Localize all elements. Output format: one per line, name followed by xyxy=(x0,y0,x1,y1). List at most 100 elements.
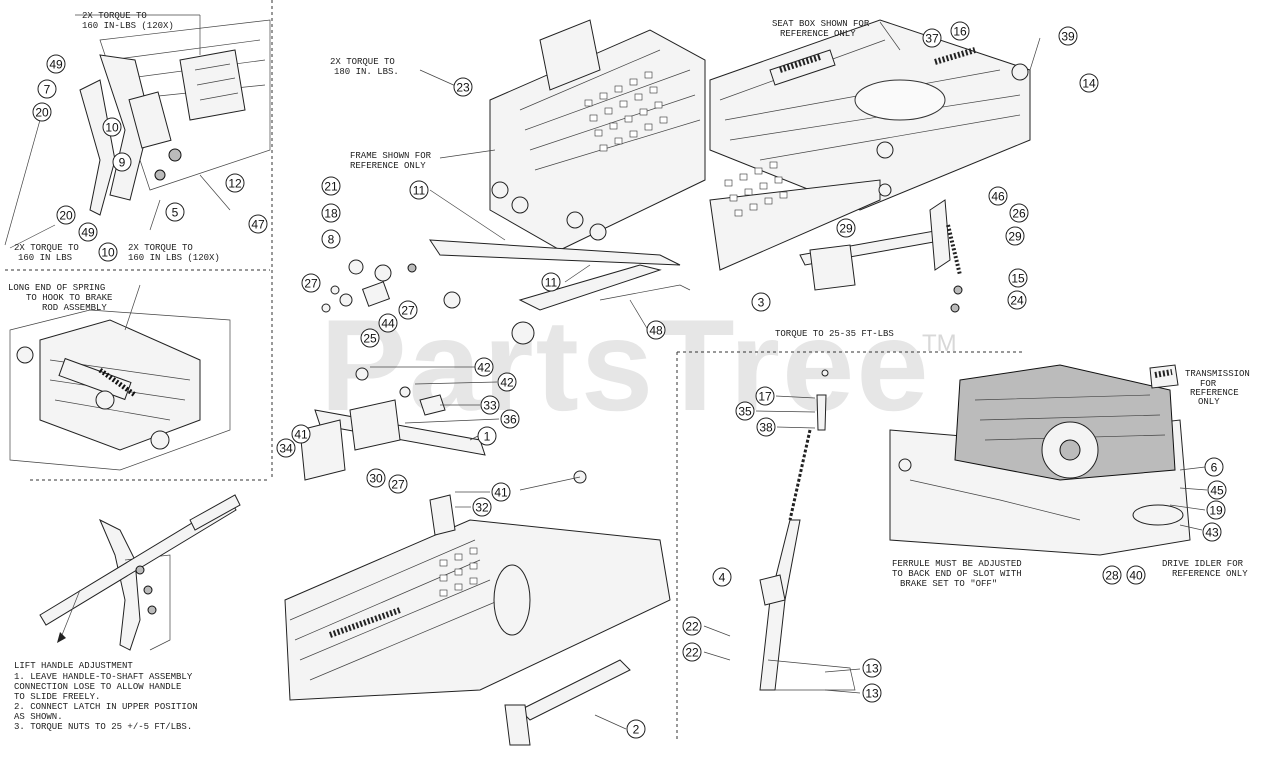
callout-part-29: 29 xyxy=(1005,226,1025,246)
callout-number: 10 xyxy=(101,246,115,260)
callout-circle xyxy=(291,424,311,444)
callout-number: 47 xyxy=(251,218,265,232)
callout-circle xyxy=(646,320,666,340)
callout-circle xyxy=(276,438,296,458)
callout-part-27: 27 xyxy=(301,273,321,293)
callout-part-10: 10 xyxy=(98,242,118,262)
svg-text:ROD ASSEMBLY: ROD ASSEMBLY xyxy=(42,303,107,313)
callout-circle xyxy=(301,273,321,293)
lift-handle-detail xyxy=(39,494,241,651)
callout-part-42: 42 xyxy=(474,357,494,377)
callout-number: 41 xyxy=(294,428,308,442)
callout-part-41: 41 xyxy=(291,424,311,444)
callout-part-29: 29 xyxy=(836,218,856,238)
callout-circle xyxy=(1007,290,1027,310)
callout-part-26: 26 xyxy=(1009,203,1029,223)
callout-circle xyxy=(1202,522,1222,542)
svg-text:2. CONNECT LATCH IN UPPER POS: 2. CONNECT LATCH IN UPPER POSITION xyxy=(14,702,198,712)
callout-number: 20 xyxy=(35,106,49,120)
callout-circle xyxy=(321,203,341,223)
callout-number: 22 xyxy=(685,620,699,634)
callout-number: 29 xyxy=(1008,230,1022,244)
svg-text:TO HOOK TO BRAKE: TO HOOK TO BRAKE xyxy=(26,293,112,303)
callout-number: 45 xyxy=(1210,484,1224,498)
callout-number: 18 xyxy=(324,207,338,221)
callout-part-22: 22 xyxy=(682,616,702,636)
callout-circle xyxy=(500,409,520,429)
callout-number: 27 xyxy=(401,304,415,318)
svg-text:160 IN-LBS (120X): 160 IN-LBS (120X) xyxy=(82,21,174,31)
callout-circle xyxy=(360,328,380,348)
svg-text:CONNECTION LOSE TO ALLOW HANDL: CONNECTION LOSE TO ALLOW HANDLE xyxy=(14,682,181,692)
handle-bracket-assembly xyxy=(4,14,271,249)
callout-part-32: 32 xyxy=(472,497,492,517)
frame-center-top xyxy=(321,19,706,345)
svg-text:160 IN LBS: 160 IN LBS xyxy=(18,253,72,263)
callout-circle xyxy=(98,242,118,262)
callout-number: 42 xyxy=(500,376,514,390)
callout-number: 29 xyxy=(839,222,853,236)
callout-number: 49 xyxy=(81,226,95,240)
callout-circle xyxy=(321,229,341,249)
svg-text:2X TORQUE TO: 2X TORQUE TO xyxy=(14,243,79,253)
trademark-mark: TM xyxy=(922,330,957,357)
callout-part-42: 42 xyxy=(497,372,517,392)
callout-number: 34 xyxy=(279,442,293,456)
callout-part-36: 36 xyxy=(500,409,520,429)
frame-top-right xyxy=(709,19,1041,313)
callout-part-41: 41 xyxy=(491,482,511,502)
callout-number: 27 xyxy=(391,478,405,492)
callout-part-48: 48 xyxy=(646,320,666,340)
callout-circle xyxy=(1058,26,1078,46)
note-torque-top-left: 2X TORQUE TO 160 IN-LBS (120X) xyxy=(82,11,174,31)
callout-number: 3 xyxy=(758,296,765,310)
frame-center-lower xyxy=(284,366,671,746)
callout-circle xyxy=(102,117,122,137)
callout-number: 40 xyxy=(1129,569,1143,583)
note-frame-ref: FRAME SHOWN FOR REFERENCE ONLY xyxy=(350,151,432,171)
callout-number: 37 xyxy=(925,32,939,46)
svg-text:TORQUE TO 25-35 FT-LBS: TORQUE TO 25-35 FT-LBS xyxy=(775,329,894,339)
callout-part-20: 20 xyxy=(56,205,76,225)
callout-part-7: 7 xyxy=(37,79,57,99)
callout-circle xyxy=(1005,226,1025,246)
callout-circle xyxy=(472,497,492,517)
callout-number: 2 xyxy=(633,723,640,737)
callout-part-47: 47 xyxy=(248,214,268,234)
note-torque-right: TORQUE TO 25-35 FT-LBS xyxy=(775,329,894,339)
callout-part-8: 8 xyxy=(321,229,341,249)
svg-text:TO BACK END OF SLOT WITH: TO BACK END OF SLOT WITH xyxy=(892,569,1022,579)
callout-circle xyxy=(366,468,386,488)
callout-circle xyxy=(862,658,882,678)
callout-part-40: 40 xyxy=(1126,565,1146,585)
callout-part-49: 49 xyxy=(46,54,66,74)
callout-part-13: 13 xyxy=(862,683,882,703)
callout-circle xyxy=(491,482,511,502)
callout-number: 23 xyxy=(456,81,470,95)
callout-circle xyxy=(46,54,66,74)
callout-number: 4 xyxy=(719,571,726,585)
note-transmission: TRANSMISSION FOR REFERENCE ONLY xyxy=(1185,369,1250,407)
callout-circle xyxy=(735,401,755,421)
callout-number: 6 xyxy=(1211,461,1218,475)
callout-part-12: 12 xyxy=(225,173,245,193)
callout-number: 15 xyxy=(1011,272,1025,286)
callout-number: 42 xyxy=(477,361,491,375)
callout-circle xyxy=(751,292,771,312)
callout-number: 39 xyxy=(1061,30,1075,44)
callout-circle xyxy=(474,357,494,377)
svg-text:FRAME SHOWN FOR: FRAME SHOWN FOR xyxy=(350,151,432,161)
callout-circle xyxy=(165,202,185,222)
svg-text:BRAKE SET TO "OFF": BRAKE SET TO "OFF" xyxy=(900,579,997,589)
svg-text:3. TORQUE NUTS TO 25 +/-5 FT/: 3. TORQUE NUTS TO 25 +/-5 FT/LBS. xyxy=(14,722,192,732)
callout-part-49: 49 xyxy=(78,222,98,242)
brake-rod-assembly xyxy=(703,369,861,694)
callout-part-25: 25 xyxy=(360,328,380,348)
note-ferrule: FERRULE MUST BE ADJUSTED TO BACK END OF … xyxy=(892,559,1022,589)
svg-text:REFERENCE: REFERENCE xyxy=(1190,388,1239,398)
callout-part-27: 27 xyxy=(398,300,418,320)
callout-circle xyxy=(409,180,429,200)
callout-circle xyxy=(1207,480,1227,500)
callout-number: 13 xyxy=(865,662,879,676)
callout-number: 16 xyxy=(953,25,967,39)
